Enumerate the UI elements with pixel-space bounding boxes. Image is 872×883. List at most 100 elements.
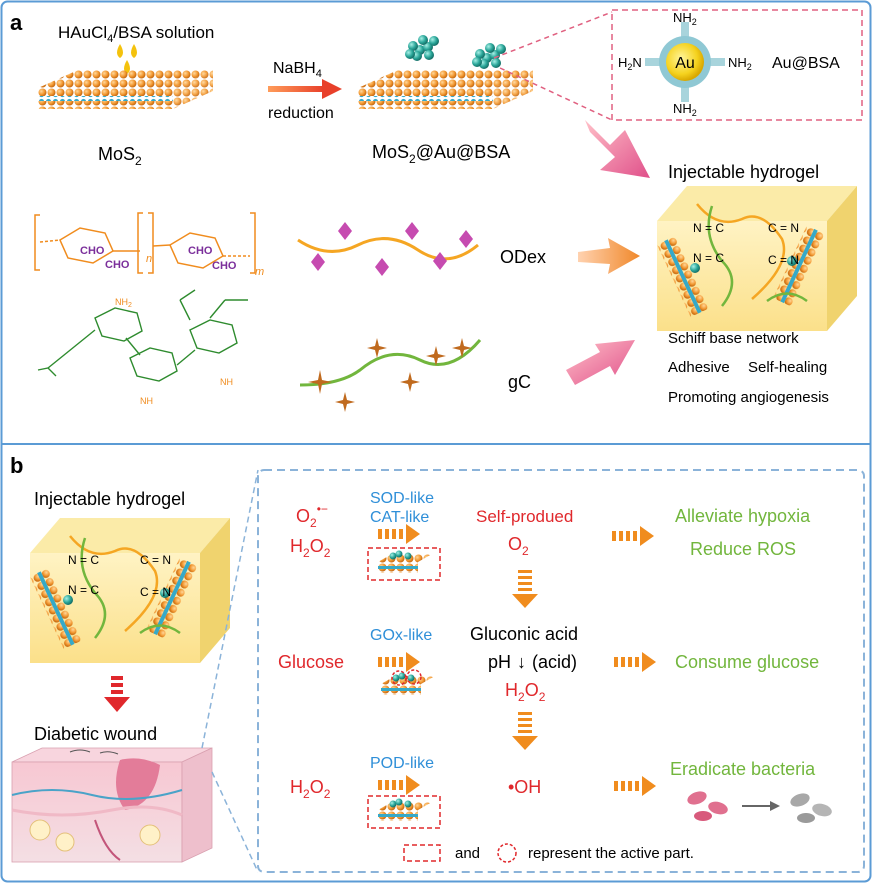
zoom-line-b-top <box>201 469 259 749</box>
row1-enzyme-sod: SOD-like <box>370 490 434 507</box>
odex-label: ODex <box>500 247 546 267</box>
row1-product-o2: O2 <box>508 534 529 558</box>
hydrogel-block-a <box>656 186 857 331</box>
nh2-right: NH2 <box>728 55 752 72</box>
row1-outcome-ros: Reduce ROS <box>690 539 796 559</box>
pink-arrow-down <box>585 120 650 178</box>
bond-a-1: N = C <box>693 221 724 235</box>
bond-b-4: C = N <box>140 585 171 599</box>
cho-3: CHO <box>188 245 213 257</box>
row2-outcome: Consume glucose <box>675 652 819 672</box>
legend-dashed-box <box>403 844 441 862</box>
gc-nh2-2: NH <box>140 396 153 406</box>
legend-dashed-circle <box>497 843 517 863</box>
cho-1: CHO <box>80 245 105 257</box>
au-bsa-molecule <box>645 22 725 102</box>
nabh4-label: NaBH4 <box>273 60 322 80</box>
mos2-sheet <box>38 70 213 109</box>
down-arrow-1 <box>512 570 538 608</box>
injectable-hydrogel-title-a: Injectable hydrogel <box>668 162 819 182</box>
zoom-line-b-bottom <box>211 771 259 873</box>
mos2-label: MoS2 <box>98 144 142 168</box>
row2-active-circle-1 <box>391 670 407 686</box>
row3-dash-arrow <box>378 775 420 795</box>
row2-ph-label: pH <box>488 652 511 672</box>
bacteria-after <box>790 793 832 823</box>
row2-outcome-arrow <box>614 652 656 672</box>
row3-outcome-arrow <box>614 776 656 796</box>
hydrogel-block-b <box>29 518 230 663</box>
property-schiff: Schiff base network <box>668 330 799 347</box>
row2-ph-arrow: ↓ <box>517 652 526 672</box>
sub-n: n <box>146 253 152 265</box>
row3-mini-sheet <box>378 798 432 821</box>
gc-nh2-1: NH2 <box>115 297 132 309</box>
row2-product-h2o2: H2O2 <box>505 680 546 704</box>
row3-enzyme: POD-like <box>370 755 434 772</box>
row1-outcome-arrow <box>612 526 654 546</box>
row1-mini-sheet <box>378 550 432 573</box>
cho-2: CHO <box>105 259 130 271</box>
au-bsa-inset <box>611 9 863 121</box>
row2-active-circle-2 <box>406 669 422 685</box>
zoom-line-bottom <box>499 67 613 121</box>
row3-active-box <box>367 795 441 829</box>
row2-product-gluconic: Gluconic acid <box>470 624 578 644</box>
mos2-au-bsa-label: MoS2@Au@BSA <box>372 142 510 166</box>
bond-b-1: N = C <box>68 553 99 567</box>
row2-enzyme: GOx-like <box>370 627 432 644</box>
row3-product: •OH <box>508 777 541 797</box>
wound-skin-illustration <box>11 747 213 863</box>
row3-substrate: H2O2 <box>290 777 331 801</box>
odex-structure <box>34 212 256 274</box>
mechanism-box <box>257 469 865 873</box>
gc-nh2-3: NH <box>220 377 233 387</box>
row1-substrate-h2o2: H2O2 <box>290 536 331 560</box>
mos2-au-bsa-sheet <box>358 70 533 109</box>
sub-m: m <box>255 266 264 278</box>
row1-product-label: Self-produed <box>476 507 573 526</box>
odex-chain <box>297 222 479 276</box>
au-bsa-label: Au@BSA <box>772 55 840 72</box>
bacteria-before <box>687 791 728 821</box>
panel-b-label: b <box>10 453 23 478</box>
row1-outcome-hypoxia: Alleviate hypoxia <box>675 506 811 526</box>
nh2-top: NH2 <box>673 10 697 27</box>
bond-b-3: N = C <box>68 583 99 597</box>
gc-label: gC <box>508 372 531 392</box>
cho-4: CHO <box>212 260 237 272</box>
bacteria-arrow <box>742 801 780 811</box>
red-dash-arrow-down <box>104 676 130 712</box>
injectable-hydrogel-title-b: Injectable hydrogel <box>34 489 185 509</box>
gc-structure <box>37 289 248 382</box>
property-self-healing: Self-healing <box>748 359 827 376</box>
au-cluster-1 <box>405 35 439 61</box>
reduction-label: reduction <box>268 105 334 122</box>
row1-active-box <box>367 547 441 581</box>
row2-mini-sheet <box>381 672 435 695</box>
gold-droplets <box>117 44 137 74</box>
down-arrow-2 <box>512 712 538 750</box>
panel-a-label: a <box>10 10 23 35</box>
reduction-arrow <box>268 79 342 99</box>
gc-arrow <box>566 340 635 385</box>
property-angiogenesis: Promoting angiogenesis <box>668 389 829 406</box>
au-center-label: Au <box>675 55 695 72</box>
row2-dash-arrow <box>378 652 420 672</box>
property-adhesive: Adhesive <box>668 359 730 376</box>
odex-arrow <box>578 238 640 274</box>
au-cluster-2 <box>472 43 506 69</box>
row1-substrate-superoxide: O2•− <box>296 502 328 530</box>
zoom-line-top <box>493 11 613 59</box>
row1-enzyme-cat: CAT-like <box>370 509 429 526</box>
bond-a-2: C = N <box>768 221 799 235</box>
bond-b-2: C = N <box>140 553 171 567</box>
gc-chain <box>299 338 482 412</box>
row2-ph-note: (acid) <box>532 652 577 672</box>
legend-and: and <box>455 845 480 862</box>
row2-substrate: Glucose <box>278 652 344 672</box>
row1-dash-arrow <box>378 524 420 544</box>
h2n-left: H2N <box>618 55 642 72</box>
